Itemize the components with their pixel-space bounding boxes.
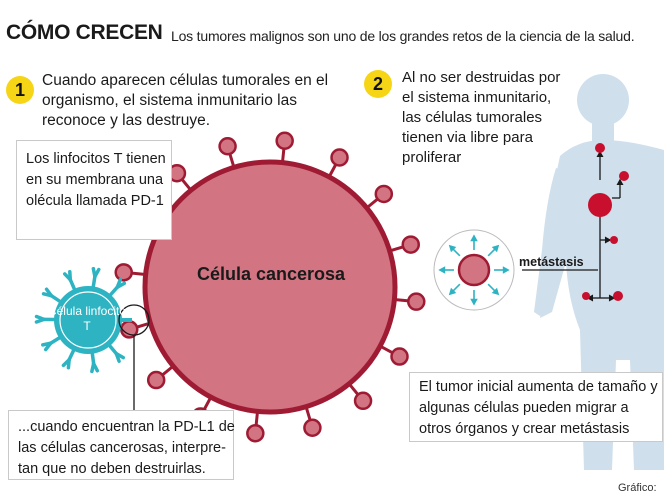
spread-arrow xyxy=(470,290,478,306)
flow-arrowhead xyxy=(608,294,616,302)
primary-tumor xyxy=(588,193,612,217)
receptor-head xyxy=(114,263,133,282)
spread-arrow xyxy=(494,266,510,274)
t-cell-receptor xyxy=(41,287,62,303)
page-subtitle: Los tumores malignos son uno de los gran… xyxy=(171,28,635,44)
t-cell-label: Célula linfocito T xyxy=(47,304,127,333)
t-cell-receptor xyxy=(61,348,76,370)
pd-l1-callout: ...cuando encuentran la PD-L1 de las cél… xyxy=(8,410,235,480)
t-cell-receptor xyxy=(108,344,126,363)
t-cell-callout: Los linfocitos T tienen en su membrana u… xyxy=(16,140,172,240)
spread-arrow xyxy=(487,244,500,257)
spread-arrow xyxy=(470,234,478,250)
tumor-spots xyxy=(582,143,629,301)
t-cell-receptor xyxy=(41,336,61,352)
flow-arrowhead xyxy=(586,294,594,302)
metastasis-spot xyxy=(610,236,618,244)
spreading-cell-diagram xyxy=(433,229,515,311)
flow-arrowhead xyxy=(604,236,612,244)
t-cell-receptor xyxy=(90,351,100,374)
cancer-cell-label: Célula cancerosa xyxy=(196,264,346,284)
metastasis-label: metástasis xyxy=(519,255,584,269)
spread-arrow xyxy=(487,283,500,296)
flow-arrowhead xyxy=(616,178,624,186)
receptor-head xyxy=(146,370,166,390)
spread-arrow xyxy=(438,266,454,274)
metastasis-network xyxy=(522,150,624,302)
spread-arrow xyxy=(448,244,461,257)
credit-text: Gráfico: xyxy=(618,482,657,494)
page-title: CÓMO CRECEN xyxy=(6,21,163,44)
t-cell xyxy=(34,266,132,374)
t-cell-receptor xyxy=(108,277,127,297)
receptor-head xyxy=(401,235,420,254)
receptor-head xyxy=(407,292,426,311)
metastasis-spot xyxy=(619,171,629,181)
receptor-head xyxy=(374,184,394,204)
step-1-text: Cuando aparecen células tumorales en el … xyxy=(42,72,329,129)
receptor-head xyxy=(246,424,265,443)
t-cell-receptor xyxy=(91,266,101,289)
step-2-text: Al no ser destruidas por el sistema inmu… xyxy=(402,69,561,166)
receptor-head xyxy=(275,131,294,150)
flow-arrowhead xyxy=(596,150,604,158)
t-cell-receptor xyxy=(63,269,77,291)
step-badge-2: 2 xyxy=(364,70,392,98)
receptor-head xyxy=(390,347,409,366)
t-cell-callout-text: Los linfocitos T tienen en su membrana u… xyxy=(26,151,166,209)
pd-l1-callout-text: ...cuando encuentran la PD-L1 de las cél… xyxy=(18,419,235,477)
receptor-head xyxy=(330,148,349,167)
receptor-head xyxy=(218,137,237,156)
metastasis-callout-text: El tumor inicial aumenta de tamaño y alg… xyxy=(419,379,658,437)
cancer-cell xyxy=(142,159,398,415)
t-cell-receptor xyxy=(34,314,56,324)
metastasis-spot xyxy=(595,143,605,153)
receptor-head xyxy=(353,391,373,411)
spread-arrow xyxy=(448,283,461,296)
receptor-head xyxy=(303,418,322,437)
metastasis-spot xyxy=(613,291,623,301)
metastasis-callout: El tumor inicial aumenta de tamaño y alg… xyxy=(409,372,663,442)
metastasis-spot xyxy=(582,292,590,300)
step-badge-1: 1 xyxy=(6,76,34,104)
